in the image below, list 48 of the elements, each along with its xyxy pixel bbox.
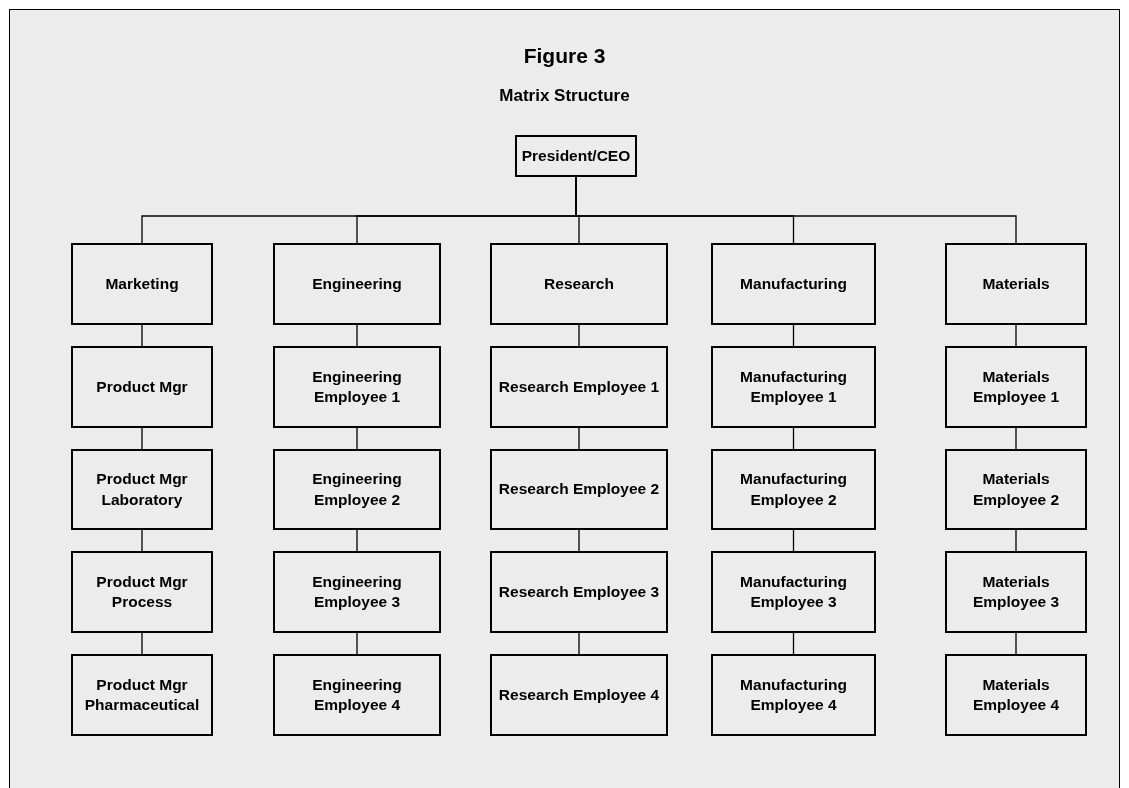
connector-line — [578, 529, 580, 552]
department-box: Materials Employee 3 — [945, 551, 1087, 633]
department-box: Materials Employee 4 — [945, 654, 1087, 736]
department-box: Research Employee 1 — [490, 346, 668, 428]
department-box: Research Employee 2 — [490, 449, 668, 530]
department-box: Product Mgr Pharmaceutical — [71, 654, 213, 736]
connector-line — [141, 427, 143, 450]
department-box: Engineering — [273, 243, 441, 325]
connector-line — [578, 632, 580, 655]
department-box: Manufacturing — [711, 243, 876, 325]
connector-line — [578, 427, 580, 450]
department-box: Engineering Employee 3 — [273, 551, 441, 633]
connector-line — [1015, 427, 1017, 450]
department-box: Engineering Employee 2 — [273, 449, 441, 530]
department-box: Materials Employee 2 — [945, 449, 1087, 530]
department-box: Manufacturing Employee 2 — [711, 449, 876, 530]
connector-line — [141, 632, 143, 655]
department-box: Materials Employee 1 — [945, 346, 1087, 428]
connector-line — [141, 324, 143, 347]
figure-subtitle: Matrix Structure — [499, 86, 630, 106]
connector-line — [141, 529, 143, 552]
department-box: Research — [490, 243, 668, 325]
connector-line — [356, 324, 358, 347]
department-box: Materials — [945, 243, 1087, 325]
connector-line — [792, 324, 795, 347]
department-box: Product Mgr — [71, 346, 213, 428]
department-box: Manufacturing Employee 4 — [711, 654, 876, 736]
connector-line — [792, 529, 795, 552]
connector-line — [792, 427, 795, 450]
connector-line — [792, 632, 795, 655]
department-box: Product Mgr Process — [71, 551, 213, 633]
figure-title: Figure 3 — [523, 44, 606, 68]
department-box: Manufacturing Employee 1 — [711, 346, 876, 428]
department-box: Research Employee 4 — [490, 654, 668, 736]
connector-line — [578, 324, 580, 347]
executive-box: President/CEO — [515, 135, 637, 177]
department-box: Manufacturing Employee 3 — [711, 551, 876, 633]
department-box: Product Mgr Laboratory — [71, 449, 213, 530]
connector-line — [356, 427, 358, 450]
connector-line — [356, 632, 358, 655]
department-box: Engineering Employee 4 — [273, 654, 441, 736]
connector-line — [1015, 632, 1017, 655]
department-box: Engineering Employee 1 — [273, 346, 441, 428]
department-box: Marketing — [71, 243, 213, 325]
connector-line — [356, 529, 358, 552]
connector-line — [1015, 324, 1017, 347]
connector-line — [1015, 529, 1017, 552]
department-box: Research Employee 3 — [490, 551, 668, 633]
